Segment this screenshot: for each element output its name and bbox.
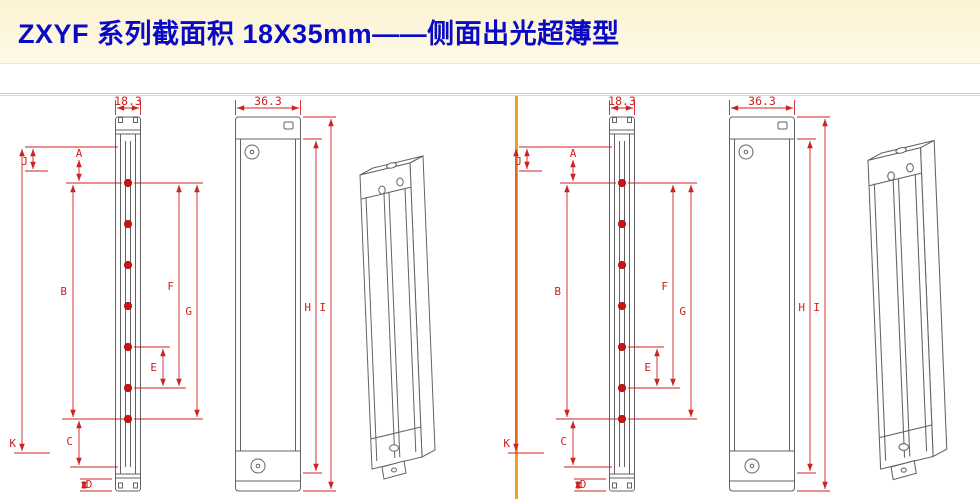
right-dimension-labels: 18.3 36.3 J A B K C D E F G H I <box>503 94 820 491</box>
page-header: ZXYF 系列截面积 18X35mm——侧面出光超薄型 <box>0 0 980 64</box>
right-front-view <box>609 116 635 492</box>
dim-label-f: F <box>167 280 174 293</box>
dim-label-k: K <box>503 437 510 450</box>
dim-label-f: F <box>661 280 668 293</box>
drawing-area: 18.3 36.3 J A B K C D E F G H I <box>0 94 980 499</box>
dim-label-side-width: 36.3 <box>748 95 776 108</box>
right-drawing-set: 18.3 36.3 J A B K C D E F G H I <box>503 94 948 492</box>
page-title: ZXYF 系列截面积 18X35mm——侧面出光超薄型 <box>18 19 620 49</box>
dim-label-c: C <box>66 435 73 448</box>
dim-label-i: I <box>319 301 326 314</box>
dim-label-e: E <box>150 361 157 374</box>
right-side-view <box>729 116 795 492</box>
dim-label-side-width: 36.3 <box>254 95 282 108</box>
dim-label-i: I <box>813 301 820 314</box>
left-drawing-set: 18.3 36.3 J A B K C D E F G H I <box>9 94 436 492</box>
dim-label-a: A <box>76 147 83 160</box>
dim-label-d: D <box>580 478 587 491</box>
left-iso-view <box>359 155 436 480</box>
left-front-view <box>115 116 141 492</box>
dim-label-h: H <box>304 301 311 314</box>
dim-label-k: K <box>9 437 16 450</box>
right-iso-view <box>867 139 948 481</box>
dim-label-front-width: 18.3 <box>114 95 142 108</box>
dim-label-g: G <box>679 305 686 318</box>
dim-label-b: B <box>60 285 67 298</box>
left-dimension-labels: 18.3 36.3 J A B K C D E F G H I <box>9 94 326 491</box>
dim-label-h: H <box>798 301 805 314</box>
dim-label-j: J <box>21 155 28 168</box>
dim-label-g: G <box>185 305 192 318</box>
dim-label-d: D <box>86 478 93 491</box>
dim-label-b: B <box>554 285 561 298</box>
left-side-view <box>235 116 301 492</box>
dim-label-a: A <box>570 147 577 160</box>
panel-divider <box>515 95 518 499</box>
dim-label-front-width: 18.3 <box>608 95 636 108</box>
dim-label-c: C <box>560 435 567 448</box>
dim-label-e: E <box>644 361 651 374</box>
header-divider <box>0 93 980 94</box>
dim-label-j: J <box>515 155 522 168</box>
